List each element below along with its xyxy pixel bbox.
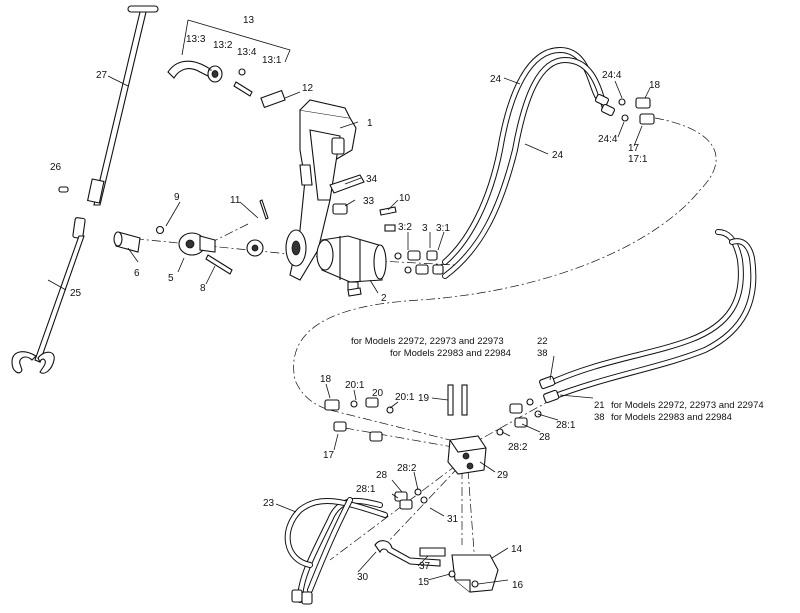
note-22-number: 22	[537, 336, 548, 347]
label-15: 15	[418, 577, 430, 588]
label-20-1-left: 20:1	[345, 380, 365, 391]
label-13-4: 13:4	[237, 47, 257, 58]
handle-assembly	[167, 19, 291, 109]
pin	[58, 186, 69, 193]
label-9: 9	[174, 192, 180, 203]
valve-fittings	[324, 397, 542, 510]
label-1: 1	[367, 118, 373, 129]
label-28-1-right: 28:1	[556, 420, 576, 431]
label-28-right: 28	[539, 432, 551, 443]
label-33: 33	[363, 196, 375, 207]
label-24-4-top: 24:4	[602, 70, 622, 81]
label-28-2-right: 28:2	[508, 442, 528, 453]
label-11: 11	[230, 195, 241, 206]
label-27: 27	[96, 70, 108, 81]
label-8: 8	[200, 283, 206, 294]
upper-hoses	[442, 46, 616, 279]
label-3-2: 3:2	[398, 222, 412, 233]
hook-rod	[11, 217, 86, 374]
label-37: 37	[419, 561, 431, 572]
label-18-top: 18	[649, 80, 661, 91]
hydraulic-motor	[316, 224, 396, 291]
label-13: 13	[243, 15, 255, 26]
note-21-line-2: for Models 22983 and 22984	[611, 412, 732, 423]
t-handle-rod	[86, 5, 159, 206]
label-5: 5	[168, 273, 174, 284]
label-23: 23	[263, 498, 275, 509]
label-26: 26	[50, 162, 62, 173]
note-22-line-1: for Models 22972, 22973 and 22973	[351, 336, 504, 347]
clamp	[332, 203, 348, 215]
label-30: 30	[357, 572, 369, 583]
note-38-number-bottom: 38	[594, 412, 605, 423]
label-16: 16	[512, 580, 524, 591]
model-notes: for Models 22972, 22973 and 22973 22 for…	[351, 336, 764, 423]
label-13-1: 13:1	[262, 55, 282, 66]
label-14: 14	[511, 544, 523, 555]
note-38-number-top: 38	[537, 348, 548, 359]
label-29: 29	[497, 470, 509, 481]
upper-right-fittings	[618, 97, 655, 125]
label-25: 25	[70, 288, 82, 299]
label-28-1-left: 28:1	[356, 484, 376, 495]
label-31: 31	[447, 514, 459, 525]
label-2: 2	[381, 293, 387, 304]
label-13-3: 13:3	[186, 34, 206, 45]
valve-block	[447, 384, 487, 475]
label-10: 10	[399, 193, 411, 204]
note-22-line-2: for Models 22983 and 22984	[390, 348, 511, 359]
middle-hoses	[539, 229, 757, 404]
label-13-2: 13:2	[213, 40, 233, 51]
plate	[329, 174, 365, 194]
label-24-top: 24	[490, 74, 502, 85]
label-28-2-left: 28:2	[397, 463, 417, 474]
label-3: 3	[422, 223, 428, 234]
label-20: 20	[372, 388, 384, 399]
label-18-bottom: 18	[320, 374, 332, 385]
label-34: 34	[366, 174, 378, 185]
label-12: 12	[302, 83, 314, 94]
leader-lines	[47, 69, 651, 585]
lower-hoses	[284, 497, 388, 605]
label-17-1: 17:1	[628, 154, 648, 165]
label-24-4-bottom: 24:4	[598, 134, 618, 145]
label-24-mid: 24	[552, 150, 564, 161]
lower-bracket	[419, 547, 499, 593]
label-19: 19	[418, 393, 430, 404]
note-21-line-1: for Models 22972, 22973 and 22974	[611, 400, 764, 411]
label-17-top: 17	[628, 143, 640, 154]
label-28-left: 28	[376, 470, 388, 481]
motor-fittings	[394, 250, 444, 275]
label-17-bottom: 17	[323, 450, 335, 461]
label-6: 6	[134, 268, 140, 279]
part-labels: 13 13:3 13:2 13:4 13:1 27 12 1 26 34 9 1…	[50, 15, 661, 591]
note-21-number: 21	[594, 400, 605, 411]
label-3-1: 3:1	[436, 223, 450, 234]
label-20-1-right: 20:1	[395, 392, 415, 403]
motor-bolts	[347, 206, 397, 297]
coupler-parts	[113, 199, 269, 275]
